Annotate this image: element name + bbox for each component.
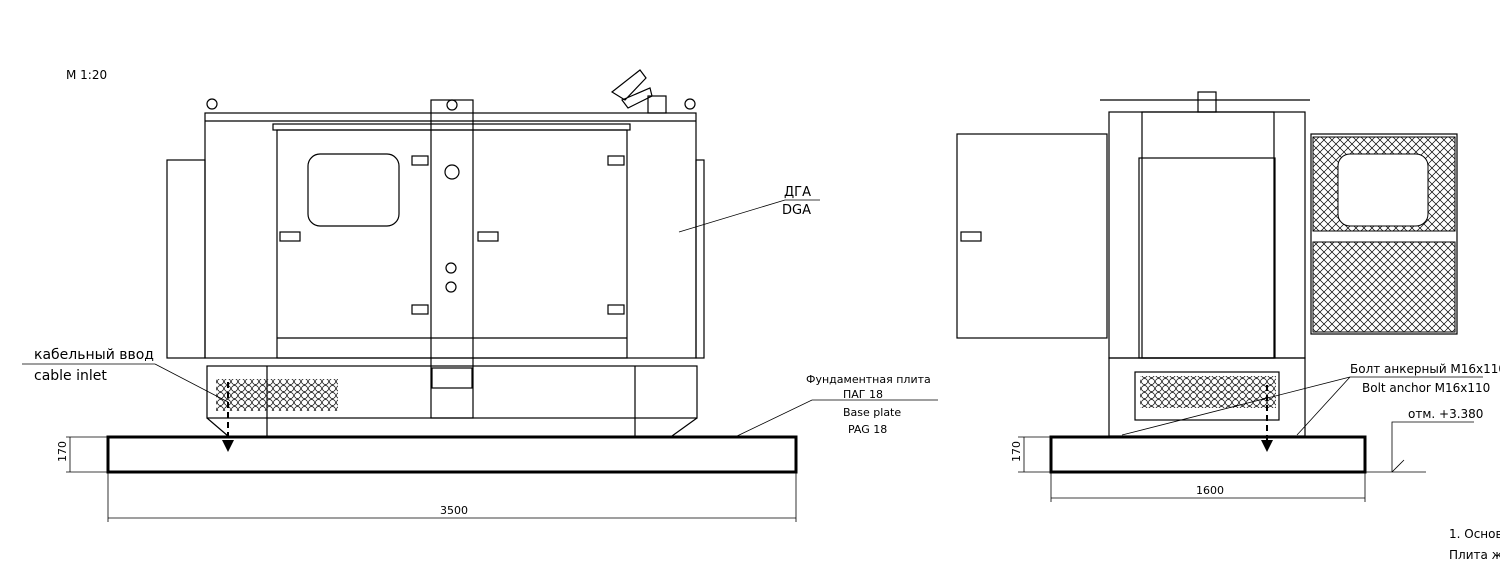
front-dimensions: [22, 199, 938, 522]
side-height-dim: 170: [1010, 441, 1023, 462]
note-line-1: 1. Основа: [1449, 527, 1500, 541]
elevation-mark: отм. +3.380: [1408, 407, 1483, 421]
bolt-anchor-ru: Болт анкерный M16x110: [1350, 362, 1500, 376]
base-plate-en: Base plate: [843, 406, 901, 419]
front-length-dim: 3500: [440, 504, 468, 517]
scale-label: М 1:20: [66, 68, 107, 82]
front-view-genset: [166, 69, 705, 452]
base-plate-code-ru: ПАГ 18: [843, 388, 883, 401]
front-height-dim: 170: [56, 441, 69, 462]
unit-label-ru: ДГА: [784, 185, 811, 200]
side-view-genset: [956, 91, 1458, 452]
cable-inlet-en: cable inlet: [34, 368, 107, 384]
base-plate-ru: Фундаментная плита: [806, 373, 931, 386]
base-plate-code-en: PAG 18: [848, 423, 887, 436]
cable-inlet-ru: кабельный ввод: [34, 347, 154, 363]
side-width-dim: 1600: [1196, 484, 1224, 497]
side-dimensions: [1018, 376, 1483, 502]
base-plate-side: [1049, 435, 1367, 474]
base-plate-front: [106, 435, 798, 474]
bolt-anchor-en: Bolt anchor M16x110: [1362, 381, 1490, 395]
unit-label-en: DGA: [782, 203, 811, 218]
note-line-2: Плита ж: [1449, 548, 1500, 562]
